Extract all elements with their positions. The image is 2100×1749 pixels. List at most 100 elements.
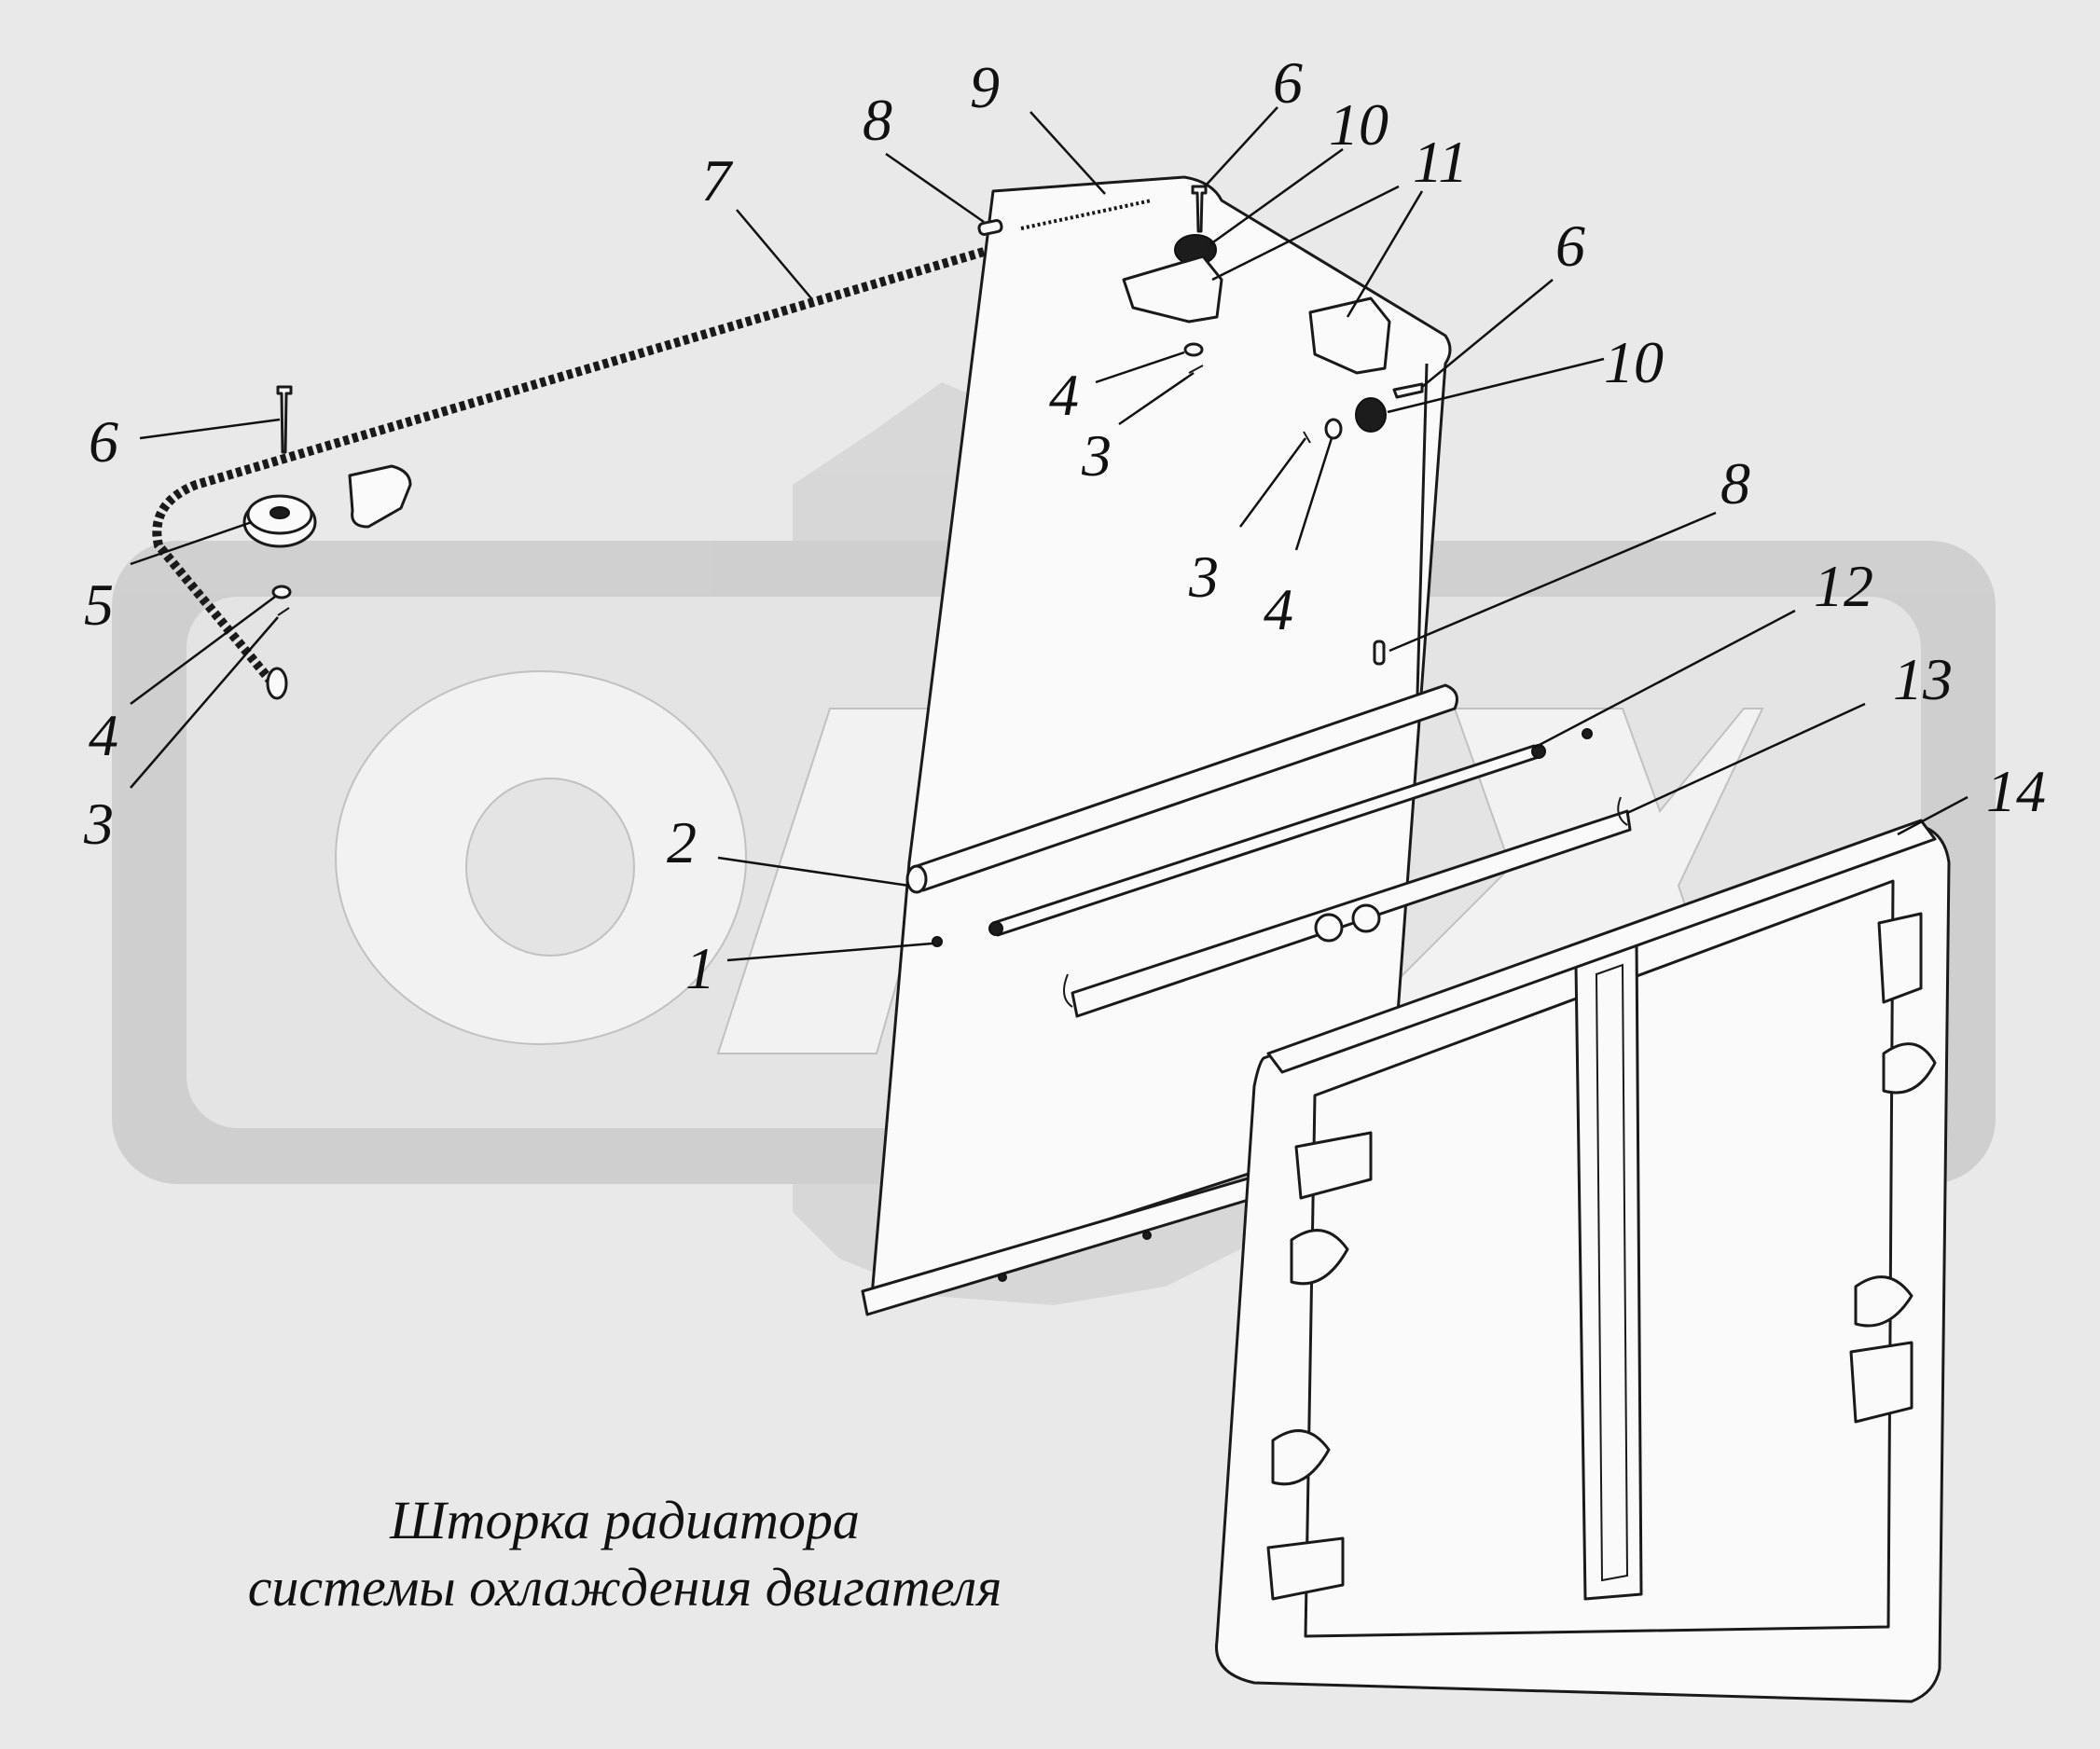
leader-10b — [1387, 357, 1605, 414]
callout-12: 12 — [1814, 553, 1873, 619]
callout-4: 4 — [1049, 362, 1079, 428]
frame-bracket — [1290, 1229, 1349, 1286]
pin-hole — [1582, 728, 1593, 739]
leader-3b — [130, 616, 279, 789]
leader-3a — [1118, 371, 1195, 426]
washer — [1183, 342, 1204, 357]
caption-line-1: Шторка радиатора — [390, 1490, 860, 1550]
pulley-bracket — [348, 464, 412, 529]
cotter-pin — [1303, 431, 1311, 444]
frame-center-rib — [1574, 940, 1643, 1601]
callout-6: 6 — [1555, 213, 1585, 279]
cross-bar-hinge — [1314, 913, 1344, 943]
left-brackets — [1266, 1131, 1373, 1601]
leader-5 — [130, 520, 253, 566]
leader-6c — [139, 418, 281, 440]
right-brackets — [1849, 912, 1937, 1424]
leader-6a — [1204, 106, 1278, 187]
frame-bracket — [1849, 1341, 1913, 1424]
chain-ring — [266, 667, 288, 700]
leader-8a — [885, 152, 985, 224]
nuts — [1174, 234, 1387, 433]
leader-4c — [1294, 437, 1333, 551]
frame-top-rail — [1266, 819, 1937, 1074]
frame-bracket — [1271, 1429, 1331, 1486]
leader-1 — [726, 942, 933, 962]
callout-8: 8 — [863, 87, 892, 153]
callout-4: 4 — [1264, 576, 1293, 642]
leader-7 — [736, 209, 812, 299]
frame-bracket — [1854, 1275, 1913, 1328]
small-fasteners — [271, 342, 1343, 616]
bottom-bar-rivet — [998, 1273, 1007, 1282]
callout-labels: 7 8 9 6 10 11 6 10 4 3 6 5 4 3 3 4 8 12 … — [83, 49, 2046, 1001]
leader-8b — [1388, 511, 1717, 653]
drive-chain — [152, 247, 986, 700]
leader-4a — [1095, 351, 1185, 384]
caption-line-2: системы охлаждения двигателя — [247, 1557, 1002, 1618]
bolt-right — [1392, 382, 1424, 399]
bolt-top — [1191, 185, 1208, 233]
hinge-brackets — [1122, 255, 1391, 375]
callout-8: 8 — [1720, 450, 1750, 516]
hinge-bracket-right — [1308, 296, 1391, 375]
nut-right — [1355, 397, 1387, 433]
callout-9: 9 — [970, 54, 1000, 120]
leader-4b — [130, 595, 276, 706]
cross-bar-hinge — [1351, 903, 1381, 933]
leader-6b — [1421, 279, 1554, 388]
callout-3: 3 — [1188, 544, 1219, 610]
cross-bar-body — [1071, 809, 1632, 1018]
watermark-letter-o-hole — [465, 778, 635, 957]
leader-12 — [1533, 609, 1796, 750]
frame-bracket — [1294, 1131, 1373, 1200]
pulley — [242, 494, 317, 548]
callout-13: 13 — [1893, 646, 1953, 712]
cross-bar-bracket — [1617, 796, 1628, 826]
upper-roller-end — [905, 864, 928, 894]
leader-10a — [1209, 147, 1344, 246]
callout-7: 7 — [701, 147, 734, 213]
frame-bracket — [1882, 1042, 1937, 1095]
leader-9 — [1029, 111, 1106, 195]
callout-3: 3 — [1081, 422, 1112, 489]
leader-2 — [717, 856, 910, 888]
leader-3c — [1238, 437, 1307, 528]
callout-6: 6 — [89, 408, 118, 475]
washer — [271, 585, 292, 599]
washer — [1324, 418, 1343, 440]
bottom-bar-rivet — [1142, 1231, 1152, 1240]
frame-bracket — [1877, 912, 1923, 1004]
callout-3: 3 — [83, 791, 114, 857]
callout-5: 5 — [84, 572, 114, 638]
leader-14 — [1897, 795, 1969, 836]
callout-11: 11 — [1413, 129, 1468, 195]
callout-4: 4 — [89, 702, 118, 768]
pin-8-top — [977, 219, 1003, 236]
rollers — [905, 683, 1593, 947]
callout-10: 10 — [1604, 329, 1664, 395]
cotter-pin — [277, 607, 290, 616]
callout-6: 6 — [1273, 49, 1303, 116]
callout-2: 2 — [667, 809, 697, 875]
callout-10: 10 — [1329, 91, 1388, 158]
diagram-caption: Шторка радиатора системы охлаждения двиг… — [159, 1487, 1091, 1621]
callout-1: 1 — [685, 935, 715, 1001]
frame-center-rib-slot — [1595, 963, 1629, 1582]
chain-strand — [152, 247, 986, 684]
axle-end-cap — [988, 921, 1003, 936]
bolts — [276, 185, 1424, 454]
callout-14: 14 — [1986, 758, 2046, 824]
frame-bracket — [1266, 1536, 1345, 1601]
leader-11a — [1211, 185, 1400, 282]
radiator-frame — [1215, 819, 1951, 1703]
cross-bar-bracket — [1063, 973, 1073, 1008]
pin-8-mid — [1373, 640, 1386, 666]
hinge-bracket-left — [1122, 255, 1223, 324]
leader-11b — [1346, 190, 1424, 318]
pin-hole — [932, 936, 943, 947]
cotter-pin — [1188, 365, 1204, 374]
leader-lines — [130, 106, 1969, 962]
cross-bar — [1063, 796, 1632, 1018]
